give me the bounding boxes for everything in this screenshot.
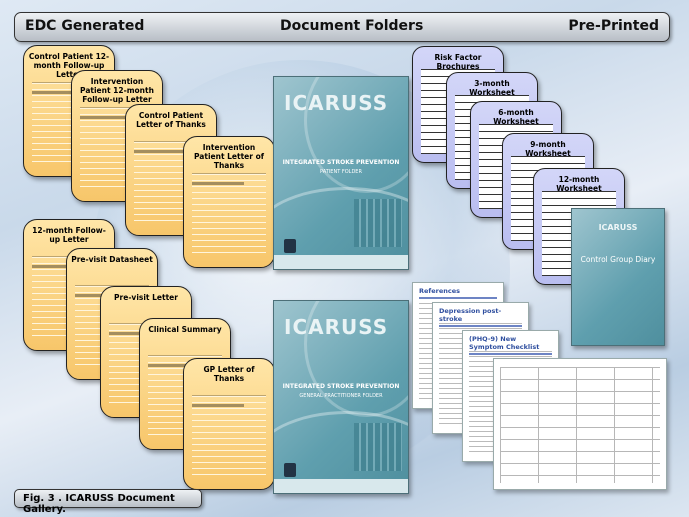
crest-icon [284, 463, 296, 477]
patient-folder: ICARUSS INTEGRATED STROKE PREVENTION PAT… [273, 76, 409, 270]
letter-title: 12-month Follow-up Letter [32, 226, 106, 244]
letter-card: Intervention Patient Letter of Thanks [183, 136, 275, 268]
letter-title: Pre-visit Letter [114, 293, 178, 302]
worksheet-title: 6-month Worksheet [493, 108, 539, 126]
letter-card: GP Letter of Thanks [183, 358, 275, 490]
header-left-label: EDC Generated [25, 18, 145, 34]
control-diary: ICARUSS Control Group Diary [571, 208, 665, 346]
folder-brand: ICARUSS [284, 315, 389, 339]
letter-title: Intervention Patient 12-month Follow-up … [80, 77, 154, 104]
figure-caption: Fig. 3 . ICARUSS Document Gallery. [14, 489, 202, 515]
worksheet-title: 9-month Worksheet [525, 140, 571, 158]
table-doc [493, 358, 667, 490]
letter-title: Intervention Patient Letter of Thanks [194, 143, 264, 170]
header-right-label: Pre-Printed [568, 18, 659, 34]
worksheet-title: 3-month Worksheet [469, 79, 515, 97]
folder-subtitle: INTEGRATED STROKE PREVENTION [282, 159, 400, 166]
letter-title: Pre-visit Datasheet [71, 255, 153, 264]
worksheet-title: Risk Factor Brochures [434, 53, 482, 71]
letter-title: Clinical Summary [148, 325, 222, 334]
doc-title: References [419, 287, 497, 299]
header-bar: EDC Generated Document Folders Pre-Print… [14, 12, 670, 42]
crest-icon [284, 239, 296, 253]
folder-subtitle: INTEGRATED STROKE PREVENTION [282, 383, 400, 390]
folder-brand: ICARUSS [284, 91, 389, 115]
letter-title: Control Patient Letter of Thanks [136, 111, 206, 129]
folder-kind: GENERAL PRACTITIONER FOLDER [299, 393, 383, 399]
folder-kind: PATIENT FOLDER [320, 169, 362, 175]
diary-title: Control Group Diary [580, 255, 656, 264]
header-center-label: Document Folders [280, 18, 424, 34]
letter-title: GP Letter of Thanks [203, 365, 255, 383]
letter-title: Control Patient 12-month Follow-up Lette… [28, 52, 110, 79]
gp-folder: ICARUSS INTEGRATED STROKE PREVENTION GEN… [273, 300, 409, 494]
diary-brand: ICARUSS [598, 223, 638, 232]
worksheet-title: 12-month Worksheet [556, 175, 602, 193]
